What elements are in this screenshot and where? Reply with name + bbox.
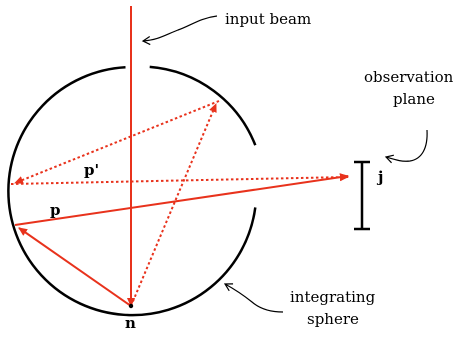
plane-label: plane xyxy=(393,90,435,108)
p-prime-label: p' xyxy=(84,161,99,179)
sphere-outline-right-arc xyxy=(149,65,257,146)
ray-n-to-wall xyxy=(18,227,132,307)
integrating-label: integrating xyxy=(290,288,376,306)
observation-plane xyxy=(354,160,370,231)
input-beam-label: input beam xyxy=(225,10,311,28)
observation-label: observation xyxy=(364,68,454,86)
point-n-dot xyxy=(128,303,134,309)
input-beam-pointer xyxy=(141,15,218,46)
dotted-ray-p-prime-to-j xyxy=(10,173,349,185)
p-label: p xyxy=(50,201,61,219)
j-label: j xyxy=(376,168,383,186)
sphere-outline-left-arc xyxy=(7,66,257,317)
dotted-ray-n-to-top xyxy=(130,103,217,307)
dotted-ray-top-to-left xyxy=(14,100,220,184)
ray-p-to-j xyxy=(14,173,349,226)
observation-plane-pointer xyxy=(384,129,428,164)
integrating-sphere-pointer xyxy=(223,283,284,313)
n-label: n xyxy=(125,314,136,332)
sphere-label: sphere xyxy=(307,310,359,328)
